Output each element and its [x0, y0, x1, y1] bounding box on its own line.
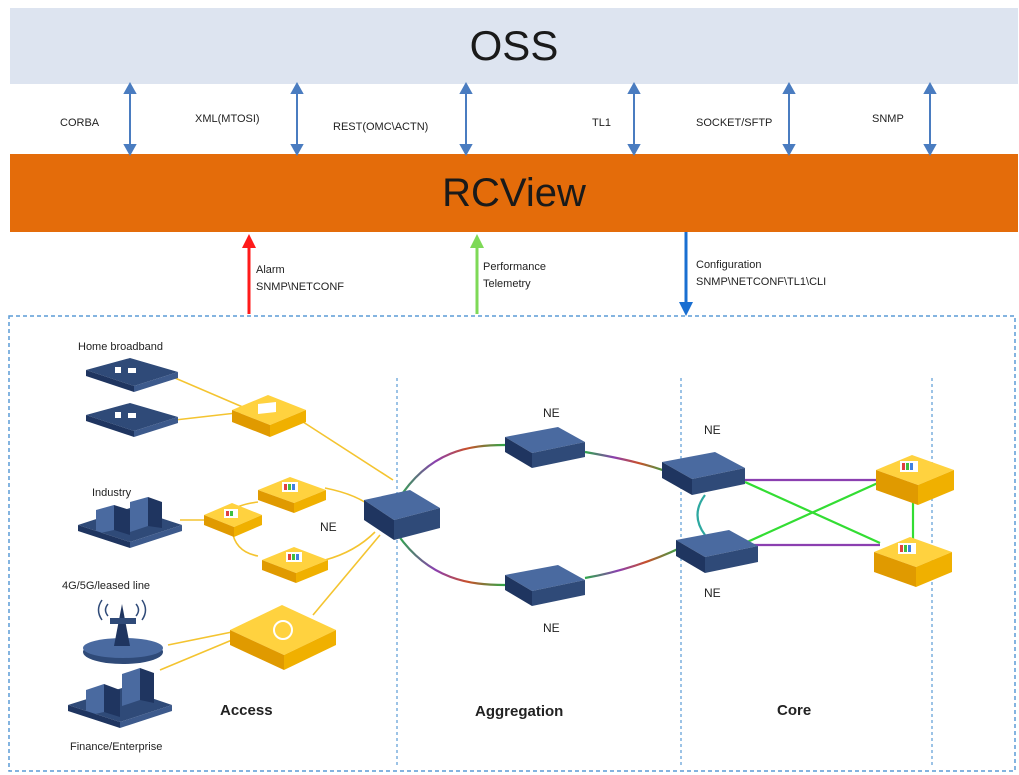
configuration-arrow: [679, 232, 693, 316]
protocol-arrows: [123, 81, 937, 157]
ne-device-agg-bottom: [505, 565, 585, 606]
network-boundary: [8, 315, 1016, 772]
core-router-bottom: [874, 537, 952, 587]
rcview-bar: RCView: [10, 154, 1018, 232]
alarm-arrow: [242, 234, 256, 314]
oss-bar: OSS: [10, 8, 1018, 84]
home-site-top: [86, 358, 178, 392]
ne-label-core-top: NE: [704, 423, 721, 437]
mobile-site: [83, 599, 163, 664]
olt-device: [232, 395, 306, 437]
arrow-socket: [782, 81, 796, 157]
ne-device-core-bottom: [676, 530, 758, 573]
ne-label-access: NE: [320, 520, 337, 534]
arrow-corba: [123, 81, 137, 157]
protocol-label-rest: REST(OMC\ACTN): [333, 121, 428, 133]
alarm-label-line1: Alarm: [256, 264, 285, 276]
performance-label-line2: Telemetry: [483, 278, 531, 290]
home-broadband-label: Home broadband: [78, 341, 163, 353]
configuration-label-line2: SNMP\NETCONF\TL1\CLI: [696, 276, 826, 288]
arrow-rest: [459, 81, 473, 157]
industry-label: Industry: [92, 487, 132, 499]
router-device: [230, 605, 336, 670]
ne-label-agg-bottom: NE: [543, 621, 560, 635]
performance-arrow: [470, 234, 484, 314]
section-label-aggregation: Aggregation: [475, 703, 563, 720]
protocol-label-corba: CORBA: [60, 117, 100, 129]
core-mesh: [744, 478, 915, 547]
alarm-label-line2: SNMP\NETCONF: [256, 281, 344, 293]
protocol-label-socket: SOCKET/SFTP: [696, 117, 772, 129]
ne-device-agg-top: [505, 427, 585, 468]
configuration-label-line1: Configuration: [696, 259, 761, 271]
section-label-access: Access: [220, 702, 273, 719]
arrow-xml: [290, 81, 304, 157]
ne-device-access: [364, 490, 440, 540]
arrow-tl1: [627, 81, 641, 157]
arrow-snmp: [923, 81, 937, 157]
finance-label: Finance/Enterprise: [70, 741, 162, 753]
ne-label-agg-top: NE: [543, 406, 560, 420]
core-router-top: [876, 455, 954, 505]
protocol-label-snmp: SNMP: [872, 113, 904, 125]
rcview-title: RCView: [442, 170, 586, 215]
ne-device-core-top: [662, 452, 745, 495]
switch-device-mid: [204, 503, 262, 537]
protocol-label-xml: XML(MTOSI): [195, 113, 260, 125]
switch-device-top: [258, 477, 326, 513]
aggregation-ring: [397, 443, 706, 587]
industry-site: [78, 497, 182, 548]
oss-title: OSS: [469, 22, 559, 69]
home-site-bottom: [86, 403, 178, 437]
ne-label-core-bottom: NE: [704, 586, 721, 600]
performance-label-line1: Performance: [483, 261, 546, 273]
finance-site: [68, 668, 172, 728]
mobile-label: 4G/5G/leased line: [62, 580, 150, 592]
section-label-core: Core: [777, 702, 811, 719]
switch-device-bottom: [262, 547, 328, 583]
protocol-label-tl1: TL1: [592, 117, 611, 129]
